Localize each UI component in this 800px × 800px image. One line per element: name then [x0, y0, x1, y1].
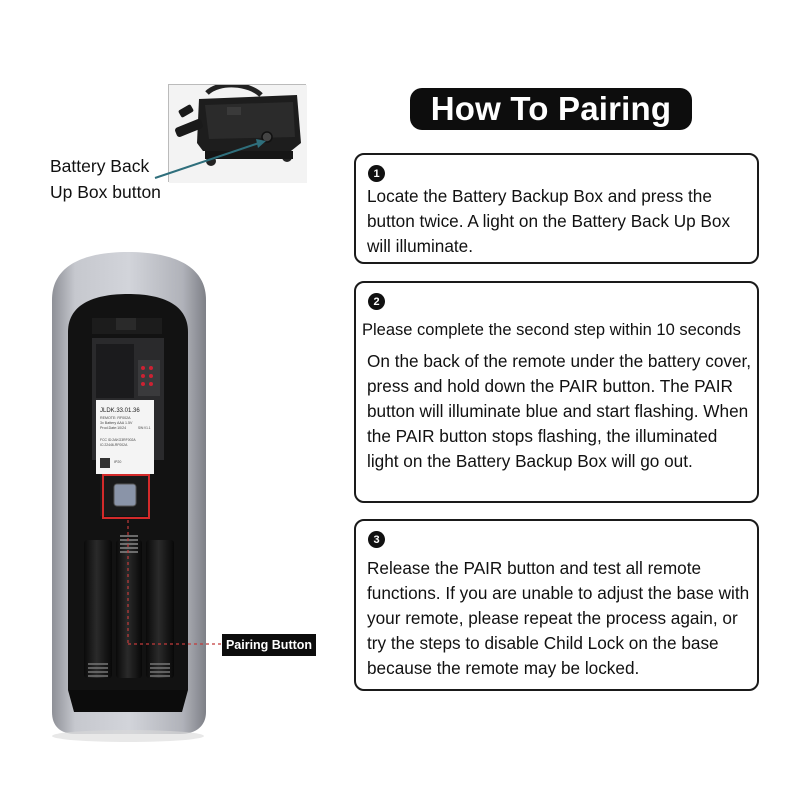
step-3-text: Release the PAIR button and test all rem…: [367, 558, 750, 678]
pair-button-highlight: [100, 474, 150, 519]
step-1-text: Locate the Battery Backup Box and press …: [367, 186, 731, 256]
step-2-number-icon: 2: [368, 293, 385, 310]
battery-box-label-line2: Up Box button: [50, 182, 161, 202]
sticker-line1: REMOTE: RF002A: [100, 416, 131, 420]
sticker-line6: IP20: [114, 460, 121, 464]
battery-box-label: Battery Back Up Box button: [50, 153, 161, 205]
remote-sticker: JLDK.33.01.36 REMOTE: RF002A 3x Battery …: [96, 400, 154, 474]
battery-box-illustration: [169, 82, 307, 183]
sticker-line4: FCC ID:2AKG3RF002A: [100, 438, 136, 442]
page-title: How To Pairing: [410, 88, 692, 130]
backup-box-button: [261, 131, 273, 143]
step-2-text: On the back of the remote under the batt…: [367, 351, 752, 471]
step-1-number-icon: 1: [368, 165, 385, 182]
step-2-note: Please complete the second step within 1…: [362, 321, 741, 339]
battery-box-arrow: [154, 139, 266, 179]
sticker-model: JLDK.33.01.36: [100, 408, 140, 414]
step-2-box: 2 Please complete the second step within…: [354, 281, 759, 503]
battery-box-label-line1: Battery Back: [50, 156, 150, 176]
pairing-button-label: Pairing Button: [222, 634, 316, 656]
batteries: [84, 520, 222, 678]
step-1-box: 1 Locate the Battery Backup Box and pres…: [354, 153, 759, 264]
step-3-number-icon: 3: [368, 531, 385, 548]
sticker-line3: Prod.Date:10/24: [100, 426, 126, 430]
pair-button: [113, 483, 137, 507]
sticker-line5: IC:22446-RF002A: [100, 443, 128, 447]
sticker-line3b: SW:V1.1: [138, 426, 151, 430]
sticker-line2: 3x Battery AAA 1.5V: [100, 421, 133, 425]
step-3-box: 3 Release the PAIR button and test all r…: [354, 519, 759, 691]
